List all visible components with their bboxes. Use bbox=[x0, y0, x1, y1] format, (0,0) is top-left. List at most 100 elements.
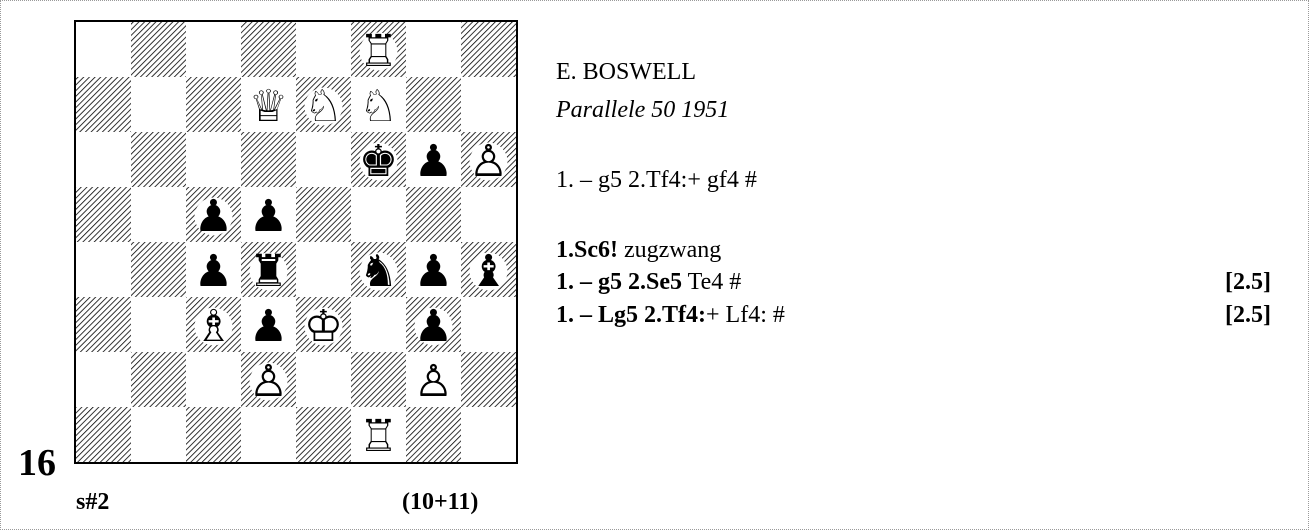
board-square bbox=[241, 132, 296, 187]
piece-background bbox=[414, 362, 453, 401]
board-square bbox=[186, 132, 241, 187]
board-square bbox=[76, 132, 131, 187]
key-move: 1.Sc6! bbox=[556, 237, 618, 263]
board-square bbox=[131, 187, 186, 242]
board-square bbox=[296, 187, 351, 242]
piece-background bbox=[304, 87, 343, 126]
variation-2: 1. – Lg5 2.Tf4:+ Lf4: # bbox=[556, 303, 785, 327]
board-square bbox=[131, 407, 186, 462]
black-king-icon: ♚ bbox=[359, 136, 398, 187]
black-bishop-icon: ♝ bbox=[469, 246, 508, 297]
board-square bbox=[76, 407, 131, 462]
board-square bbox=[131, 297, 186, 352]
black-rook-icon: ♜ bbox=[249, 246, 288, 297]
piece-background bbox=[359, 252, 398, 291]
piece-background bbox=[359, 417, 398, 456]
board-square bbox=[131, 132, 186, 187]
board-square bbox=[461, 77, 516, 132]
board-square bbox=[76, 22, 131, 77]
piece-background bbox=[249, 252, 288, 291]
board-square bbox=[296, 242, 351, 297]
black-pawn-icon: ♟ bbox=[414, 301, 453, 352]
author: E. BOSWELL bbox=[556, 59, 696, 85]
diagram-number: 16 bbox=[18, 442, 56, 484]
white-pawn-icon: ♙ bbox=[469, 136, 508, 187]
variation-2-mate: + Lf4: # bbox=[706, 302, 785, 328]
board-square bbox=[351, 297, 406, 352]
board-square bbox=[76, 77, 131, 132]
board-square bbox=[406, 407, 461, 462]
board-square bbox=[406, 22, 461, 77]
board-square bbox=[351, 352, 406, 407]
board-square bbox=[351, 187, 406, 242]
piece-background bbox=[469, 252, 508, 291]
piece-background bbox=[469, 142, 508, 181]
solution-key: 1.Sc6! zugzwang bbox=[556, 238, 721, 262]
piece-background bbox=[249, 197, 288, 236]
black-pawn-icon: ♟ bbox=[414, 246, 453, 297]
variation-1: 1. – g5 2.Se5 Te4 # bbox=[556, 270, 741, 294]
white-rook-icon: ♖ bbox=[359, 26, 398, 77]
piece-background bbox=[249, 307, 288, 346]
variation-1-moves: 1. – g5 2.Se5 bbox=[556, 269, 682, 295]
board-square bbox=[406, 77, 461, 132]
variation-2-points: [2.5] bbox=[1225, 302, 1271, 328]
piece-background bbox=[194, 307, 233, 346]
board-square bbox=[461, 22, 516, 77]
board-square bbox=[76, 242, 131, 297]
board-square bbox=[296, 352, 351, 407]
white-knight-icon: ♘ bbox=[359, 81, 398, 132]
chess-board: ♖♕♘♘♚♟♙♟♟♟♜♞♟♝♗♟♔♟♙♙♖ bbox=[74, 20, 518, 464]
board-square bbox=[76, 187, 131, 242]
black-pawn-icon: ♟ bbox=[414, 136, 453, 187]
board-square bbox=[131, 77, 186, 132]
board-square bbox=[296, 132, 351, 187]
board-square bbox=[406, 187, 461, 242]
piece-background bbox=[359, 142, 398, 181]
variation-1-points: [2.5] bbox=[1225, 269, 1271, 295]
board-square bbox=[461, 297, 516, 352]
board-square bbox=[241, 22, 296, 77]
piece-background bbox=[249, 362, 288, 401]
variation-2-moves: 1. – Lg5 2.Tf4: bbox=[556, 302, 706, 328]
piece-background bbox=[194, 197, 233, 236]
white-bishop-icon: ♗ bbox=[194, 301, 233, 352]
white-pawn-icon: ♙ bbox=[249, 356, 288, 407]
black-pawn-icon: ♟ bbox=[249, 191, 288, 242]
key-note: zugzwang bbox=[624, 237, 722, 263]
piece-count: (10+11) bbox=[402, 489, 479, 515]
black-pawn-icon: ♟ bbox=[194, 246, 233, 297]
piece-background bbox=[249, 87, 288, 126]
stipulation: s#2 bbox=[76, 489, 110, 515]
set-play: 1. – g5 2.Tf4:+ gf4 # bbox=[556, 167, 757, 193]
black-knight-icon: ♞ bbox=[359, 246, 398, 297]
board-square bbox=[186, 22, 241, 77]
board-square bbox=[186, 352, 241, 407]
board-square bbox=[131, 352, 186, 407]
board-square bbox=[296, 407, 351, 462]
white-king-icon: ♔ bbox=[304, 301, 343, 352]
board-square bbox=[76, 297, 131, 352]
board-square bbox=[186, 77, 241, 132]
piece-background bbox=[359, 32, 398, 71]
piece-background bbox=[414, 307, 453, 346]
black-pawn-icon: ♟ bbox=[249, 301, 288, 352]
board-square bbox=[186, 407, 241, 462]
white-knight-icon: ♘ bbox=[304, 81, 343, 132]
board-square bbox=[461, 187, 516, 242]
board-square bbox=[296, 22, 351, 77]
board-square bbox=[241, 407, 296, 462]
piece-background bbox=[414, 252, 453, 291]
board-square bbox=[76, 352, 131, 407]
black-pawn-icon: ♟ bbox=[194, 191, 233, 242]
board-square bbox=[461, 352, 516, 407]
piece-background bbox=[414, 142, 453, 181]
source: Parallele 50 1951 bbox=[556, 97, 730, 123]
board-square bbox=[131, 22, 186, 77]
board-square bbox=[131, 242, 186, 297]
board-square bbox=[461, 407, 516, 462]
piece-background bbox=[304, 307, 343, 346]
white-rook-icon: ♖ bbox=[359, 411, 398, 462]
white-pawn-icon: ♙ bbox=[414, 356, 453, 407]
piece-background bbox=[194, 252, 233, 291]
